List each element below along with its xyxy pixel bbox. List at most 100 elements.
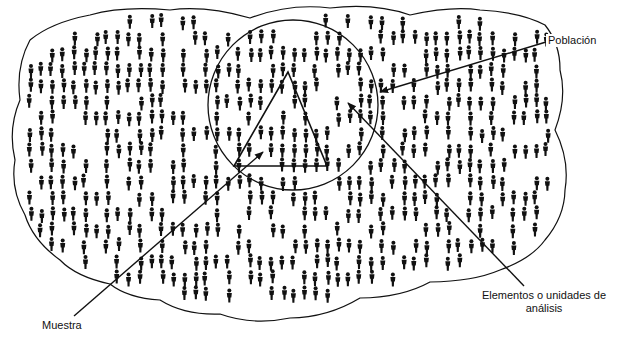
person-figure [436,223,441,237]
person-figure [181,63,186,77]
person-head [368,110,372,114]
person-figure [159,125,164,139]
person-figure [522,207,527,221]
person-head [205,49,209,53]
person-figure [271,223,276,237]
person-figure [535,109,540,123]
person-body [401,100,406,110]
person-body [381,226,386,236]
person-head [358,193,362,197]
person-figure [269,127,274,141]
person-body [125,83,130,93]
person-figure [423,109,428,123]
person-body [292,148,297,158]
person-head [513,95,517,99]
person-head [160,109,164,113]
person-head [28,128,32,132]
person-head [303,81,307,85]
person-head [458,160,462,164]
person-figure [534,64,539,78]
person-body [468,82,473,92]
person-figure [247,173,252,187]
person-body [544,114,549,124]
person-figure [444,208,449,222]
person-body [369,261,374,271]
person-figure [424,253,429,267]
person-body [28,68,33,78]
person-body [127,226,132,236]
person-body [269,50,274,60]
person-figure [380,256,385,270]
person-figure [50,80,55,94]
person-figure [259,191,264,205]
person-body [357,146,362,156]
person-figure [303,192,308,206]
person-figure [193,285,198,299]
person-head [84,96,88,100]
person-figure [83,111,88,125]
person-body [403,180,408,190]
person-figure [348,191,353,205]
person-body [314,162,319,172]
person-body [477,164,482,174]
person-body [50,53,55,62]
person-body [194,261,199,271]
person-head [303,206,307,210]
person-head [302,270,306,274]
person-body [532,195,537,205]
person-figure [325,240,330,254]
person-body [83,259,88,269]
person-body [246,244,251,254]
person-head [424,253,428,257]
person-head [369,224,373,228]
person-figure [83,255,88,269]
person-head [61,175,65,179]
person-body [72,36,77,46]
person-body [337,36,342,46]
person-figure [182,286,187,300]
person-figure [500,81,505,95]
person-body [491,101,496,111]
person-head [182,190,186,194]
person-head [106,191,110,195]
person-figure [282,286,287,300]
person-figure [512,144,517,158]
person-head [325,126,329,130]
person-body [49,242,54,252]
person-body [115,68,120,78]
person-body [181,67,186,77]
person-head [390,175,394,179]
person-body [444,53,449,63]
person-figure [468,77,473,91]
person-head [468,29,472,33]
person-body [27,132,32,142]
person-body [446,178,451,188]
person-figure [269,143,274,157]
person-body [480,133,485,143]
person-figure [248,94,253,108]
person-figure [137,45,142,59]
person-figure [268,257,273,271]
person-head [214,161,218,165]
person-head [468,191,472,195]
person-figure [466,208,471,222]
person-figure [83,191,88,205]
person-body [367,99,372,109]
person-figure [215,45,220,59]
person-body [456,148,461,158]
person-body [369,50,374,60]
person-figure [513,32,518,46]
person-figure [381,221,386,235]
person-body [182,277,187,287]
person-body [511,245,516,255]
person-head [424,49,428,53]
person-body [61,100,66,110]
person-figure [447,144,452,158]
person-body [269,147,274,157]
person-figure [191,127,196,141]
person-figure [447,97,452,111]
person-head [379,207,383,211]
person-body [27,195,32,205]
person-body [302,290,307,300]
person-figure [214,174,219,188]
